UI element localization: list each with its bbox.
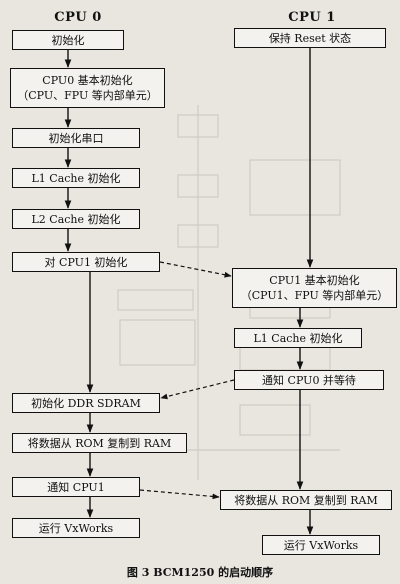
dashed-cpu0-init-cpu1-to-cpu1 bbox=[159, 261, 232, 278]
cpu0-step-init-cpu1: 对 CPU1 初始化 bbox=[12, 252, 160, 272]
cpu1-step-notify-cpu0: 通知 CPU0 并等待 bbox=[234, 370, 384, 390]
cpu1-step-hold-reset: 保持 Reset 状态 bbox=[234, 28, 386, 48]
cpu0-step-l2-cache: L2 Cache 初始化 bbox=[12, 209, 140, 229]
cpu0-step-l2-cache-label: L2 Cache 初始化 bbox=[31, 212, 121, 226]
cpu0-step-basic-init: CPU0 基本初始化 （CPU、FPU 等内部单元） bbox=[10, 68, 165, 108]
cpu1-step-basic-init: CPU1 基本初始化 （CPU1、FPU 等内部单元） bbox=[232, 268, 397, 308]
cpu0-step-ddr-sdram-label: 初始化 DDR SDRAM bbox=[31, 396, 141, 410]
cpu1-step-l1-cache: L1 Cache 初始化 bbox=[234, 328, 362, 348]
cpu1-header: CPU 1 bbox=[288, 10, 336, 25]
cpu1-step-basic-init-detail: （CPU1、FPU 等内部单元） bbox=[240, 289, 389, 302]
cpu0-step-copy-rom-ram: 将数据从 ROM 复制到 RAM bbox=[12, 433, 187, 453]
cpu1-step-basic-init-title: CPU1 基本初始化 bbox=[269, 274, 360, 287]
cpu0-header: CPU 0 bbox=[54, 10, 102, 25]
cpu0-step-l1-cache: L1 Cache 初始化 bbox=[12, 168, 140, 188]
cpu0-step-notify-cpu1: 通知 CPU1 bbox=[12, 477, 140, 497]
cpu0-step-init-label: 初始化 bbox=[51, 33, 85, 47]
cpu0-step-ddr-sdram: 初始化 DDR SDRAM bbox=[12, 393, 160, 413]
cpu1-step-copy-rom-ram-label: 将数据从 ROM 复制到 RAM bbox=[234, 493, 378, 507]
cpu0-step-basic-init-detail: （CPU、FPU 等内部单元） bbox=[17, 89, 158, 102]
cpu0-step-copy-rom-ram-label: 将数据从 ROM 复制到 RAM bbox=[27, 436, 172, 450]
cpu0-step-init-cpu1-label: 对 CPU1 初始化 bbox=[44, 255, 128, 269]
cpu0-step-init: 初始化 bbox=[12, 30, 124, 50]
cpu0-step-run-vxworks: 运行 VxWorks bbox=[12, 518, 140, 538]
cpu0-step-serial-init: 初始化串口 bbox=[12, 128, 140, 148]
cpu0-step-run-vxworks-label: 运行 VxWorks bbox=[38, 521, 114, 535]
cpu1-step-copy-rom-ram: 将数据从 ROM 复制到 RAM bbox=[220, 490, 392, 510]
cpu1-step-hold-reset-label: 保持 Reset 状态 bbox=[268, 31, 352, 45]
cpu0-step-serial-init-label: 初始化串口 bbox=[48, 131, 104, 145]
cpu1-step-notify-cpu0-label: 通知 CPU0 并等待 bbox=[262, 373, 356, 387]
cpu0-step-l1-cache-label: L1 Cache 初始化 bbox=[31, 171, 121, 185]
cpu1-step-run-vxworks: 运行 VxWorks bbox=[262, 535, 380, 555]
cpu0-step-basic-init-title: CPU0 基本初始化 bbox=[42, 74, 133, 87]
dashed-cpu0-notify-to-cpu1-copy bbox=[139, 489, 220, 500]
cpu1-step-run-vxworks-label: 运行 VxWorks bbox=[283, 538, 359, 552]
figure-caption: 图 3 BCM1250 的启动顺序 bbox=[126, 566, 274, 579]
cpu0-step-notify-cpu1-label: 通知 CPU1 bbox=[47, 480, 105, 494]
cpu1-step-l1-cache-label: L1 Cache 初始化 bbox=[253, 331, 343, 345]
dashed-cpu1-notify-to-cpu0-ddr bbox=[160, 379, 235, 400]
